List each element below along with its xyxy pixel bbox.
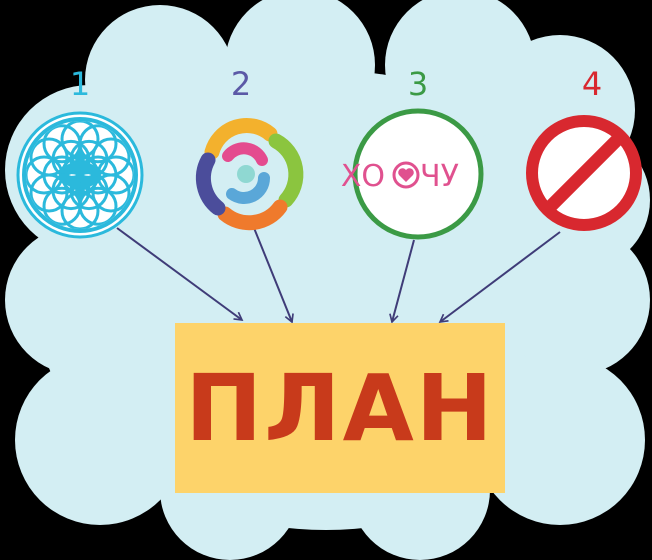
colorful-swirl-icon <box>195 117 304 231</box>
prohibition-sign-icon <box>526 115 642 231</box>
item-1: 1 <box>16 65 144 239</box>
heart-icon <box>398 168 414 182</box>
flower-of-life-icon <box>16 111 144 239</box>
item-3: 3 ХО ЧУ <box>341 65 484 240</box>
hochu-circle-icon: ХО ЧУ <box>341 108 484 240</box>
arrow-2 <box>253 227 292 322</box>
hochu-label-left: ХО <box>341 159 385 194</box>
item-number-4: 4 <box>582 65 602 103</box>
plan-label: ПЛАН <box>185 355 495 462</box>
hochu-label-right: ЧУ <box>420 159 459 194</box>
item-number-3: 3 <box>408 65 428 103</box>
item-number-2: 2 <box>231 65 251 103</box>
arrow-3 <box>392 239 415 322</box>
item-4: 4 <box>526 65 642 231</box>
arrow-1 <box>116 227 242 320</box>
item-2: 2 <box>195 65 304 231</box>
arrows <box>116 227 561 322</box>
plan-box: ПЛАН <box>175 323 505 493</box>
item-number-1: 1 <box>70 65 90 103</box>
arrow-4 <box>440 231 561 322</box>
